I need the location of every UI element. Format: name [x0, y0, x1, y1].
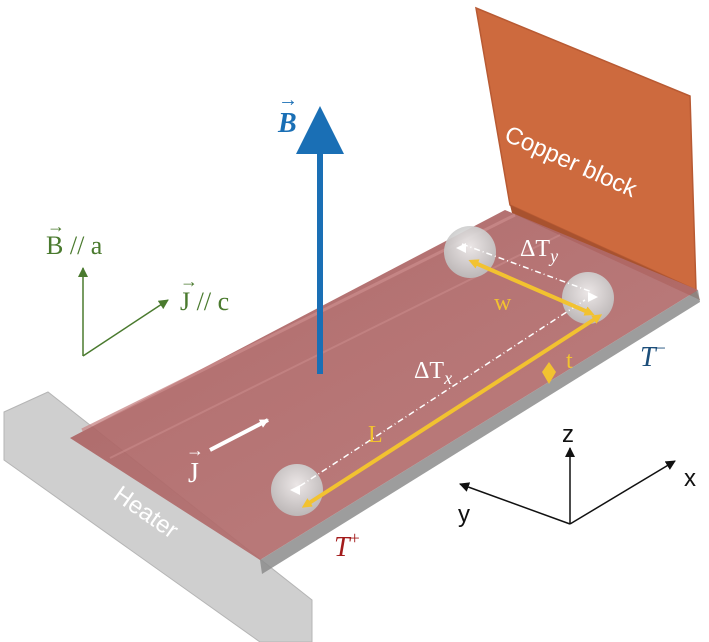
current-arrow: [209, 418, 269, 452]
delta-ty-label: ΔTy: [520, 236, 558, 266]
axis-y-line: [459, 482, 571, 525]
t-minus-label: T−: [640, 338, 666, 373]
pad-marker-bl: [290, 485, 300, 495]
green-b-vector-arrow: →: [47, 216, 65, 236]
current-label: J: [188, 458, 199, 489]
length-label: L: [368, 422, 383, 448]
current-vector-arrow: →: [186, 440, 204, 460]
thickness-marker: [542, 362, 556, 384]
axis-y-label: y: [458, 501, 470, 528]
axis-x-line: [569, 460, 676, 525]
b-field-label: B: [277, 108, 297, 139]
heater-block: [3, 391, 313, 642]
b-parallel-label: B // a: [46, 231, 103, 260]
delta-tx-label: ΔTx: [414, 358, 452, 388]
j-parallel-label: J // c: [180, 287, 229, 316]
green-j-axis: [82, 299, 169, 357]
sample-ridge: [81, 213, 516, 432]
width-arrow: [468, 259, 595, 316]
axis-z-label: z: [562, 421, 574, 448]
b-field-vector-arrow: →: [278, 89, 298, 111]
thickness-label: t: [566, 348, 573, 374]
axis-x-label: x: [684, 465, 696, 492]
length-arrow: [301, 314, 603, 508]
green-j-vector-arrow: →: [180, 271, 198, 291]
width-label: w: [494, 290, 512, 316]
t-plus-label: T+: [334, 528, 360, 563]
pad-marker-tl: [456, 243, 466, 253]
